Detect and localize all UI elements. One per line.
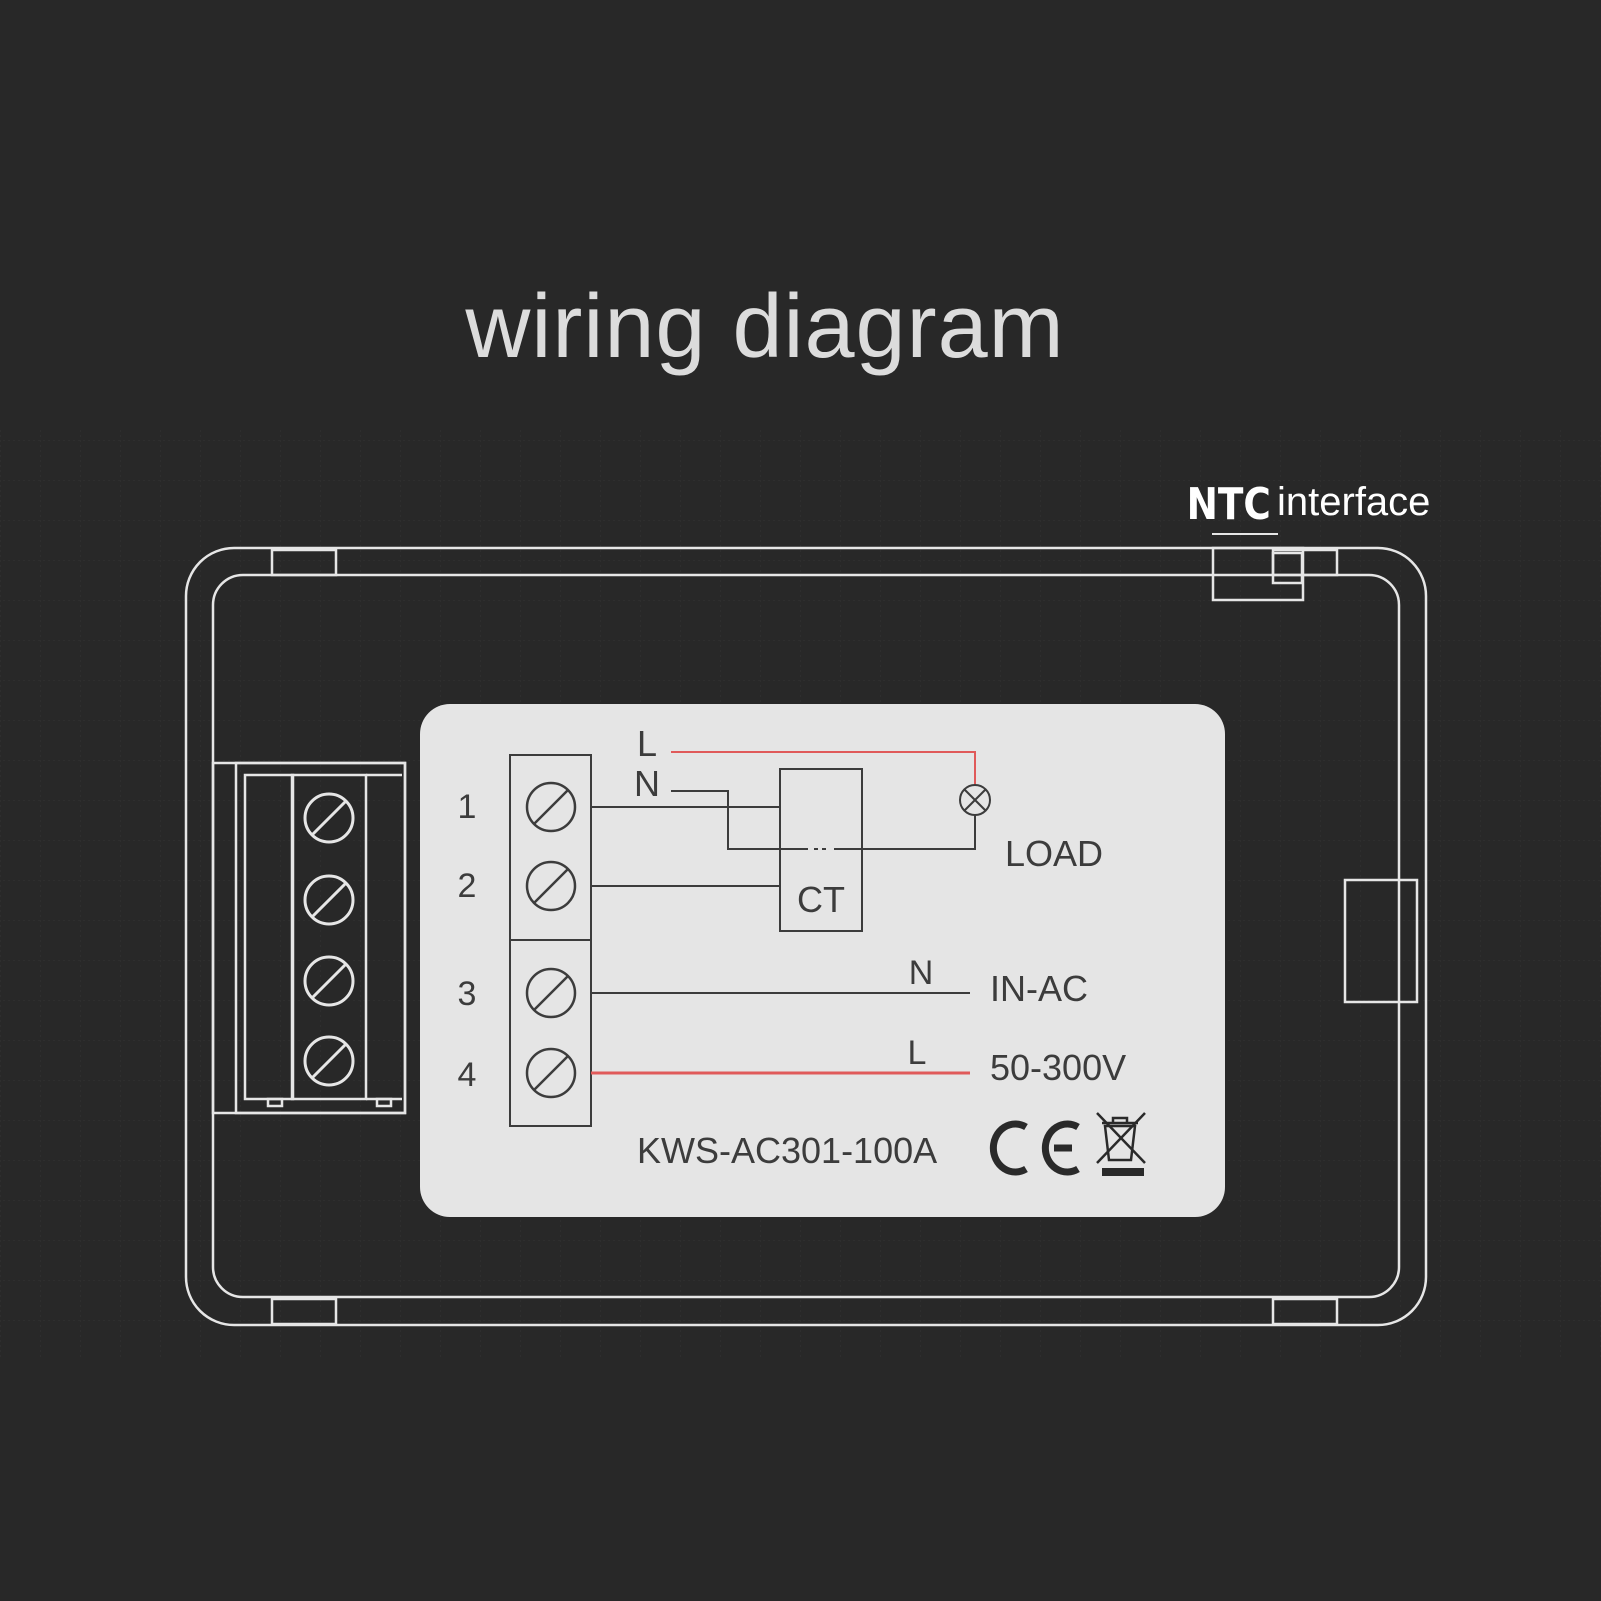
ct-label: CT	[797, 879, 845, 920]
screw-icon	[303, 792, 355, 844]
terminal-number: 2	[458, 867, 477, 905]
voltage-label: 50-300V	[990, 1047, 1126, 1088]
model-number: KWS-AC301-100A	[637, 1130, 937, 1171]
screw-icon	[525, 1047, 577, 1099]
weee-bin-icon	[1096, 1112, 1146, 1176]
screw-icon	[525, 781, 577, 833]
lamp-icon	[959, 784, 991, 816]
screw-icon	[303, 1035, 355, 1087]
terminal-number: 3	[458, 975, 477, 1013]
terminal-number: 4	[458, 1056, 477, 1094]
wires	[591, 751, 976, 1075]
panel-screws	[525, 781, 577, 1099]
wire-label-n: N	[634, 763, 660, 804]
side-clip	[1343, 878, 1419, 1004]
screw-icon	[303, 874, 355, 926]
device-housing	[184, 546, 1428, 1327]
load-live-wire	[671, 751, 976, 785]
label-panel	[420, 704, 1225, 1217]
housing-screws	[303, 792, 355, 1087]
page-title: wiring diagram	[465, 277, 1065, 377]
screw-icon	[525, 967, 577, 1019]
screw-icon	[303, 955, 355, 1007]
ntc-label-prefix: NTC	[1187, 478, 1271, 530]
panel-terminal-block	[509, 754, 592, 1127]
input-label-l: L	[908, 1034, 927, 1072]
wire-label-l: L	[637, 723, 657, 764]
terminal-number: 1	[458, 788, 477, 826]
ce-mark-icon	[989, 1120, 1080, 1176]
load-label: LOAD	[1005, 833, 1103, 874]
load-neutral-wire	[671, 790, 808, 850]
screw-icon	[525, 860, 577, 912]
ntc-label-suffix: interface	[1277, 480, 1430, 524]
input-label-n: N	[909, 954, 934, 992]
input-ac-label: IN-AC	[990, 968, 1088, 1009]
